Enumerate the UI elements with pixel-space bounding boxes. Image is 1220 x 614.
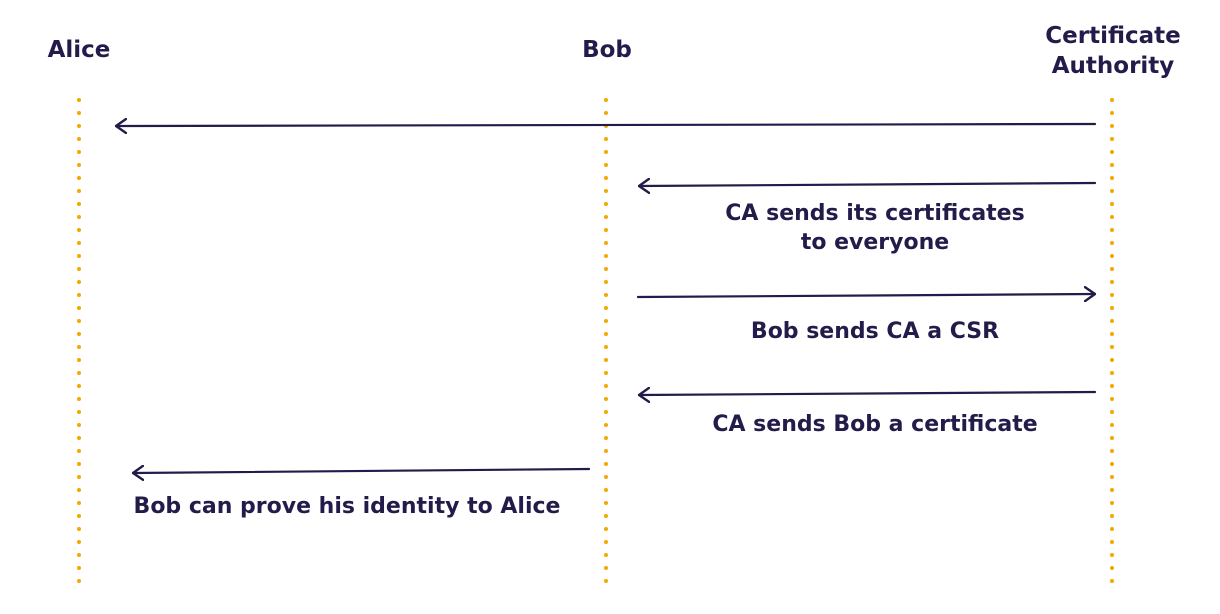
arrow-bob-to-alice [133, 469, 591, 473]
actor-bob-label: Bob [557, 35, 657, 65]
msg-label-ca-certs: CA sends its certificates to everyone [675, 199, 1075, 257]
msg-label-ca-cert: CA sends Bob a certificate [668, 410, 1082, 439]
msg-ca-certs-line2: to everyone [800, 230, 950, 255]
alice-name: Alice [47, 37, 111, 63]
msg-label-bob-csr: Bob sends CA a CSR [695, 317, 1055, 346]
arrow-ca-to-bob-certs [637, 183, 1097, 186]
arrow-ca-to-bob-cert [637, 392, 1097, 395]
msg-bob-csr-text: Bob sends CA a CSR [750, 319, 1000, 344]
ca-name-line1: Certificate [1045, 23, 1181, 49]
msg-ca-certs-line1: CA sends its certificates [725, 201, 1025, 226]
actor-alice-label: Alice [29, 35, 129, 65]
arrow-bob-to-ca-csr [636, 294, 1097, 297]
msg-label-bob-alice: Bob can prove his identity to Alice [108, 492, 586, 521]
msg-bob-alice-text: Bob can prove his identity to Alice [133, 494, 561, 519]
ca-name-line2: Authority [1051, 53, 1175, 79]
bob-name: Bob [582, 37, 632, 63]
arrow-ca-to-alice [114, 124, 1097, 126]
msg-ca-cert-text: CA sends Bob a certificate [712, 412, 1038, 437]
actor-ca-label: Certificate Authority [1030, 21, 1196, 81]
